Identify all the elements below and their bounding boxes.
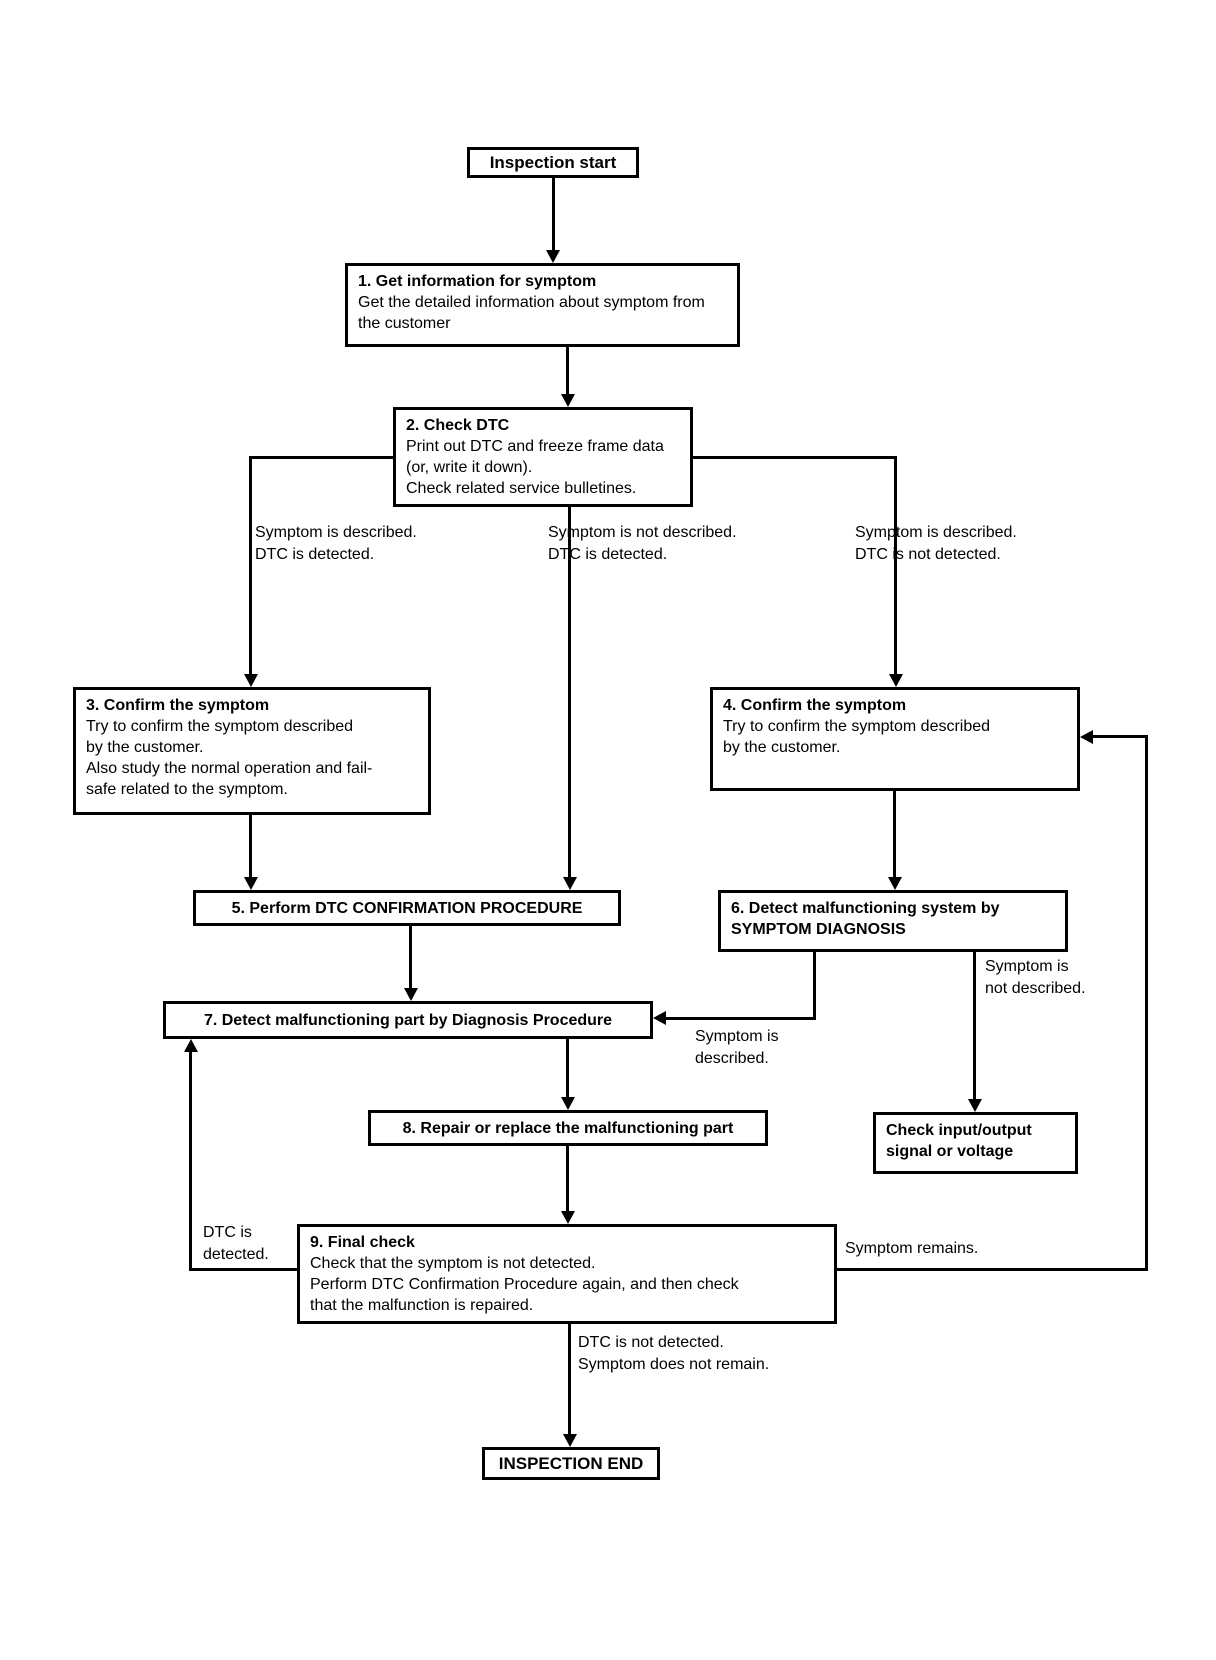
edge-8-to-9-line [566,1146,569,1212]
node-2-title: 2. Check DTC [406,417,510,434]
edge-2-to-3-vline [249,456,252,675]
edge-3-to-5-line [249,815,252,878]
edge-5-to-7-arrowhead [404,988,418,1001]
node-8-title: 8. Repair or replace the malfunctioning … [402,1119,734,1137]
node-3-title: 3. Confirm the symptom [86,697,270,714]
edge-4-to-6-line [893,791,896,878]
edge-2-to-4-vline [894,456,897,675]
edge-3-to-5-arrowhead [244,877,258,890]
node-inspection-end-label: INSPECTION END [498,1454,644,1473]
edge-9-to-7-hline [189,1268,297,1271]
node-check-io-title: Check input/output signal or voltage [886,1122,1032,1160]
node-check-io-signal: Check input/output signal or voltage [873,1112,1078,1174]
edge-2-to-5-arrowhead [563,877,577,890]
edge-5-to-7-line [409,926,412,989]
edge-6-to-7-arrowhead [653,1011,666,1025]
edge-6-to-checkio-arrowhead [968,1099,982,1112]
edge-start-to-1-line [552,178,555,252]
label-branch-left: Symptom is described. DTC is detected. [255,524,417,563]
node-3-body: Try to confirm the symptom described by … [86,718,373,798]
node-1-title: 1. Get information for symptom [358,273,597,290]
node-inspection-start-label: Inspection start [489,153,617,172]
edge-7-to-8-line [566,1039,569,1098]
label-branch-center: Symptom is not described. DTC is detecte… [548,524,737,563]
label-branch-right: Symptom is described. DTC is not detecte… [855,524,1017,563]
node-6-detect-malfunctioning-system: 6. Detect malfunctioning system by SYMPT… [718,890,1068,952]
node-inspection-end: INSPECTION END [482,1447,660,1480]
edge-1-to-2-arrowhead [561,394,575,407]
node-3-confirm-symptom: 3. Confirm the symptom Try to confirm th… [73,687,431,815]
edge-2-to-3-hline [249,456,393,459]
node-6-title: 6. Detect malfunctioning system by SYMPT… [731,900,1000,938]
node-7-title: 7. Detect malfunctioning part by Diagnos… [203,1011,613,1029]
node-7-detect-malfunctioning-part: 7. Detect malfunctioning part by Diagnos… [163,1001,653,1039]
node-9-title: 9. Final check [310,1234,415,1251]
edge-2-to-4-arrowhead [889,674,903,687]
edge-1-to-2-line [566,347,569,395]
edge-9-to-end-arrowhead [563,1434,577,1447]
label-symptom-remains: Symptom remains. [845,1240,979,1257]
label-symptom-described: Symptom is described. [695,1028,779,1067]
node-8-repair-or-replace: 8. Repair or replace the malfunctioning … [368,1110,768,1146]
node-inspection-start: Inspection start [467,147,639,178]
edge-9-to-end-line [568,1324,571,1436]
node-2-check-dtc: 2. Check DTC Print out DTC and freeze fr… [393,407,693,507]
edge-9-to-4-hline-top [1093,735,1148,738]
node-1-get-information: 1. Get information for symptom Get the d… [345,263,740,347]
edge-2-to-4-hline [693,456,897,459]
label-final-ok: DTC is not detected. Symptom does not re… [578,1334,770,1373]
node-4-body: Try to confirm the symptom described by … [723,718,991,756]
edge-start-to-1-arrowhead [546,250,560,263]
edge-9-to-4-arrowhead [1080,730,1093,744]
edge-9-to-7-vline [189,1052,192,1271]
edge-8-to-9-arrowhead [561,1211,575,1224]
edge-6-to-7-hline [666,1017,816,1020]
edge-9-to-7-arrowhead [184,1039,198,1052]
edge-7-to-8-arrowhead [561,1097,575,1110]
edge-4-to-6-arrowhead [888,877,902,890]
edge-9-to-4-hline-bottom [837,1268,1148,1271]
node-4-confirm-symptom: 4. Confirm the symptom Try to confirm th… [710,687,1080,791]
node-9-body: Check that the symptom is not detected. … [310,1255,739,1314]
edge-6-to-checkio-line [973,952,976,1100]
node-4-title: 4. Confirm the symptom [723,697,907,714]
node-5-title: 5. Perform DTC CONFIRMATION PROCEDURE [231,899,583,917]
label-dtc-detected: DTC is detected. [203,1224,269,1263]
edge-9-to-4-vline [1145,735,1148,1271]
node-1-body: Get the detailed information about sympt… [358,294,705,332]
edge-2-to-5-line [568,507,571,878]
label-symptom-not-described: Symptom is not described. [985,958,1086,997]
node-9-final-check: 9. Final check Check that the symptom is… [297,1224,837,1324]
node-2-body: Print out DTC and freeze frame data (or,… [406,438,664,497]
edge-2-to-3-arrowhead [244,674,258,687]
edge-6-to-7-vline [813,952,816,1020]
node-5-dtc-confirmation-procedure: 5. Perform DTC CONFIRMATION PROCEDURE [193,890,621,926]
